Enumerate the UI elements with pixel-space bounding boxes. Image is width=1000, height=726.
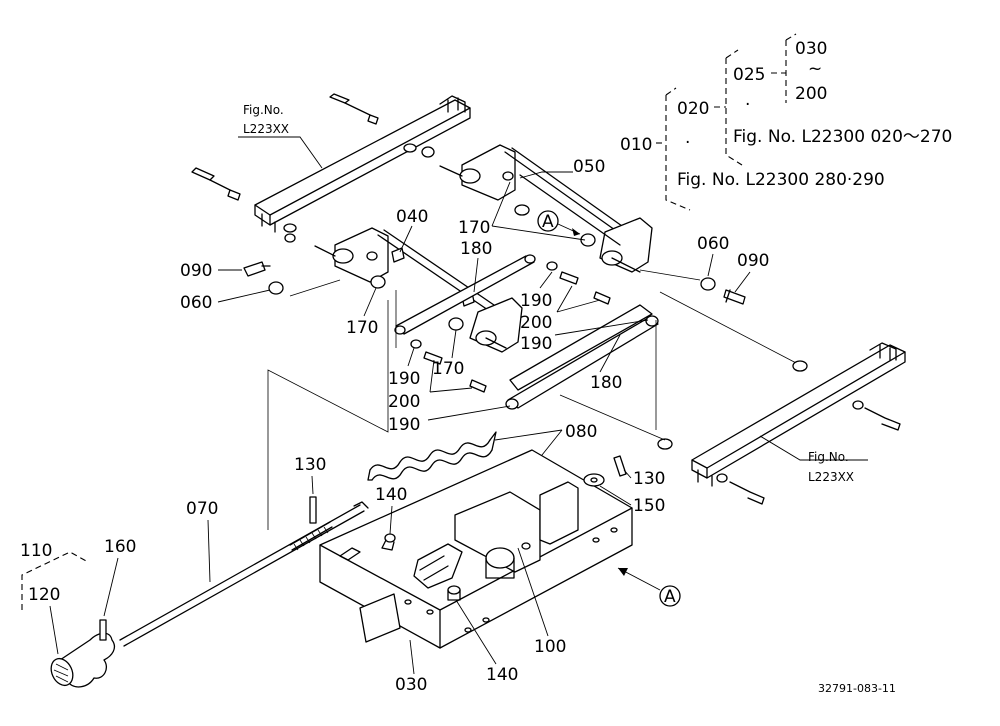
tree-dot-1: ·	[685, 133, 690, 153]
callout-025: 025	[733, 65, 765, 85]
callout-090-left: 090	[180, 261, 212, 281]
pin-130-left	[309, 496, 317, 524]
callout-120: 120	[28, 585, 60, 605]
callout-090-right: 090	[737, 251, 769, 271]
callout-060-right: 060	[697, 234, 729, 254]
left-seat-rail	[191, 93, 471, 243]
callout-170-left: 170	[346, 318, 378, 338]
callout-160: 160	[104, 537, 136, 557]
callout-150: 150	[633, 496, 665, 516]
callout-130-right: 130	[633, 469, 665, 489]
callout-100: 100	[534, 637, 566, 657]
adjust-shaft-070	[119, 501, 369, 647]
callout-030-base: 030	[395, 675, 427, 695]
fig-no-label-right: Fig.No.	[808, 450, 849, 464]
svg-text:A: A	[664, 587, 676, 607]
callout-140-lower: 140	[486, 665, 518, 685]
callout-140-upper: 140	[375, 485, 407, 505]
range-tilde: ~	[808, 59, 822, 79]
svg-text:A: A	[542, 212, 554, 232]
callout-180-lower: 180	[590, 373, 622, 393]
fig-code-left: L223XX	[243, 122, 289, 136]
callout-050: 050	[573, 157, 605, 177]
left-bolt-set	[243, 261, 284, 295]
callout-200-b: 200	[388, 392, 420, 412]
callout-080: 080	[565, 422, 597, 442]
fig-code-right: L223XX	[808, 470, 854, 484]
part-hierarchy-tree: 010 020 · 025 · 030 ~ 200 Fig. No. L2230…	[620, 33, 952, 211]
fig-no-label-left: Fig.No.	[243, 103, 284, 117]
drawing-code: 32791-083-11	[818, 682, 896, 695]
small-fasteners	[410, 261, 611, 393]
callout-190-a: 190	[520, 291, 552, 311]
lower-link-040	[314, 227, 523, 353]
callout-070: 070	[186, 499, 218, 519]
fig-ref-280-290: Fig. No. L22300 280·290	[677, 170, 885, 190]
callout-030-range-start: 030	[795, 39, 827, 59]
callout-130-left: 130	[294, 455, 326, 475]
adjust-knob	[50, 619, 116, 688]
callout-190-b: 190	[520, 334, 552, 354]
link-bar-180-upper	[394, 254, 536, 335]
callout-200-a: 200	[520, 313, 552, 333]
upper-link-050	[439, 144, 653, 273]
callout-110: 110	[20, 541, 52, 561]
view-marker-a-bottom: A	[617, 567, 681, 607]
callout-020: 020	[677, 99, 709, 119]
view-marker-a-top: A	[537, 210, 581, 236]
callout-170-mid: 170	[432, 359, 464, 379]
callout-060-left: 060	[180, 293, 212, 313]
fig-ref-020-270: Fig. No. L22300 020～270	[733, 127, 952, 147]
right-seat-rail	[657, 342, 906, 505]
callout-180-upper: 180	[460, 239, 492, 259]
callout-200-range-end: 200	[795, 84, 827, 104]
callout-010: 010	[620, 135, 652, 155]
right-bolt-set	[700, 277, 746, 305]
callout-190-c: 190	[388, 369, 420, 389]
callout-170-upper: 170	[458, 218, 490, 238]
tree-dot-2: ·	[745, 95, 750, 115]
pin-130-right	[583, 455, 627, 487]
callout-040: 040	[396, 207, 428, 227]
callout-190-d: 190	[388, 415, 420, 435]
